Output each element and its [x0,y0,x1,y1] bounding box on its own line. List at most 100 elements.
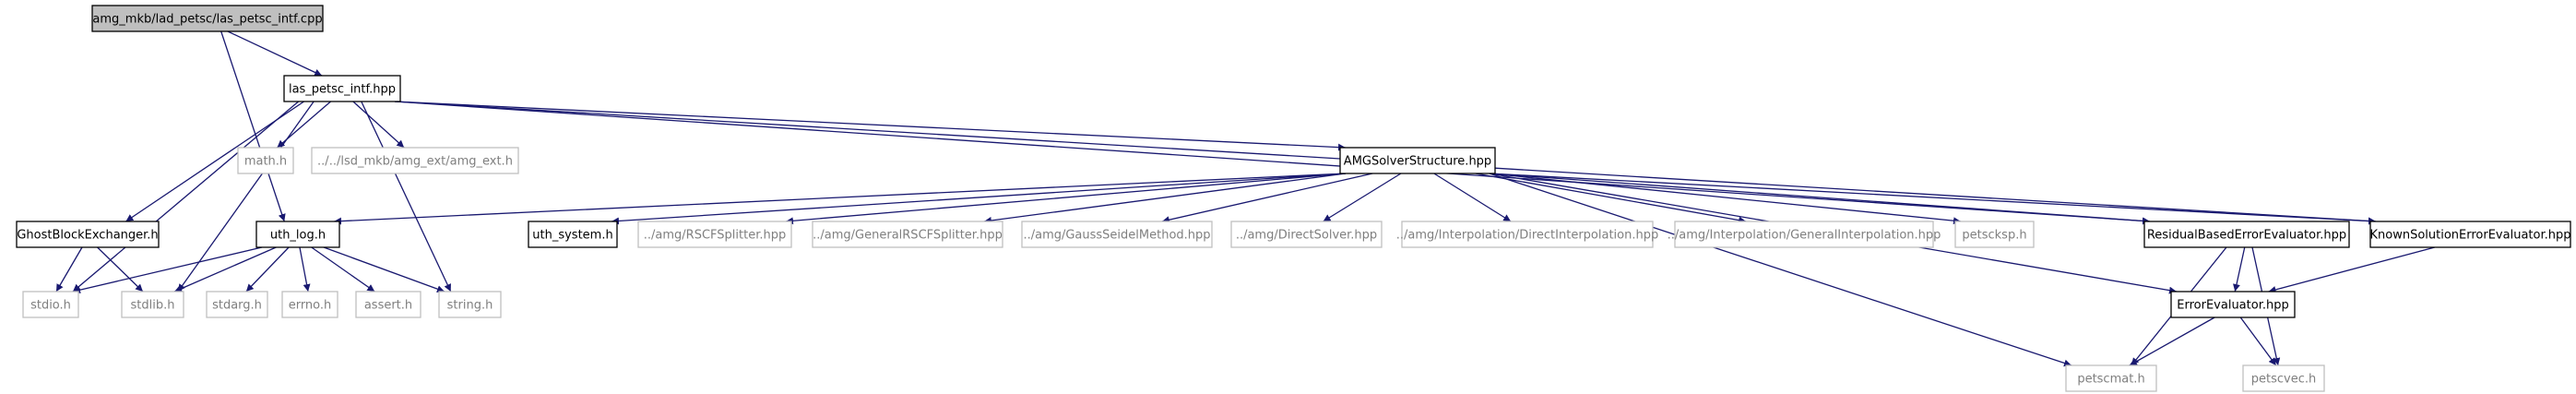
edge-error_eval-to-petscmat [2129,316,2215,366]
nodes-layer: amg_mkb/lad_petsc/las_petsc_intf.cpp las_… [16,5,2571,392]
edge-uth_log-to-assert [311,246,375,293]
node-box [1230,221,1383,248]
node-string: string.h [438,291,502,318]
node-label: petscksp.h [1962,229,2026,243]
edge-amg_solver-to-grscf [983,173,1347,224]
node-box [438,291,502,318]
edge-ghost-to-stdlib [97,246,144,293]
node-box [2170,291,2296,318]
node-label: ../../lsd_mkb/amg_ext/amg_ext.h [317,155,513,169]
edge-amg_solver-to-uth_log [333,173,1347,225]
node-box [1401,221,1654,248]
node-box [812,221,1003,248]
edge-intf_hpp-to-stdio [72,101,300,293]
node-box [1339,147,1496,174]
edge-amg_solver-to-gauss [1161,173,1373,224]
node-direct: ../amg/DirectSolver.hpp [1230,221,1383,248]
edge-amg_solver-to-known [1489,173,2377,225]
node-petscmat: petscmat.h [2065,364,2157,392]
node-label: stdlib.h [131,299,175,313]
node-intf-hpp[interactable]: las_petsc_intf.hpp [283,75,401,102]
node-box [355,291,421,318]
node-box [16,221,160,248]
node-box [528,221,618,248]
edge-root-to-uth_log [220,30,286,222]
node-box [311,147,519,174]
node-label: string.h [447,299,493,313]
edge-uth_log-to-string [323,246,445,293]
edge-intf_hpp-to-amg_solver [394,101,1347,151]
node-residual[interactable]: ResidualBasedErrorEvaluator.hpp [2143,221,2350,248]
edge-amg_solver-to-petscksp [1489,173,1962,225]
edge-uth_log-to-stdio [72,246,263,294]
node-petscvec: petscvec.h [2242,364,2325,392]
node-rscf: ../amg/RSCFSplitter.hpp [637,221,792,248]
node-label: KnownSolutionErrorEvaluator.hpp [2369,229,2570,243]
edge-residual-to-error_eval [2233,246,2246,293]
node-label: ../amg/Interpolation/GeneralInterpolatio… [1668,229,1941,243]
node-label: ../amg/RSCFSplitter.hpp [644,229,786,243]
node-label: errno.h [289,299,332,313]
edge-intf_hpp-to-amg_ext [352,101,405,149]
node-label: las_petsc_intf.hpp [289,83,396,97]
node-box [2369,221,2571,248]
node-label: petscmat.h [2077,373,2144,387]
node-ghost[interactable]: GhostBlockExchanger.h [16,221,160,248]
node-label: ../amg/DirectSolver.hpp [1236,229,1377,243]
node-label: ../amg/Interpolation/DirectInterpolation… [1396,229,1658,243]
edge-error_eval-to-petscvec [2239,316,2277,366]
node-label: uth_system.h [532,229,612,243]
node-box [637,221,792,248]
node-box [1021,221,1213,248]
node-amg-solver[interactable]: AMGSolverStructure.hpp [1339,147,1496,174]
edge-uth_log-to-stdlib [173,246,277,293]
node-box [206,291,268,318]
node-ginterp: ../amg/Interpolation/GeneralInterpolatio… [1668,221,1941,248]
node-error-eval[interactable]: ErrorEvaluator.hpp [2170,291,2296,318]
node-label: ErrorEvaluator.hpp [2177,299,2288,313]
node-box [2143,221,2350,248]
node-label: assert.h [364,299,412,313]
edge-intf_hpp-to-residual [394,101,2151,225]
node-box [281,291,338,318]
node-stdio: stdio.h [22,291,79,318]
node-box [91,5,324,32]
node-known[interactable]: KnownSolutionErrorEvaluator.hpp [2369,221,2571,248]
node-root[interactable]: amg_mkb/lad_petsc/las_petsc_intf.cpp [91,5,324,32]
node-grscf: ../amg/GeneralRSCFSplitter.hpp [812,221,1003,248]
edge-intf_hpp-to-stdlib [177,101,315,293]
node-math-h: math.h [237,147,294,174]
node-uth-system[interactable]: uth_system.h [528,221,618,248]
node-label: amg_mkb/lad_petsc/las_petsc_intf.cpp [92,13,322,27]
edge-uth_log-to-stdarg [245,246,290,293]
node-assert: assert.h [355,291,421,318]
node-errno: errno.h [281,291,338,318]
node-amg-ext: ../../lsd_mkb/amg_ext/amg_ext.h [311,147,519,174]
node-box [2242,364,2325,392]
edge-root-to-intf_hpp [227,30,323,77]
node-petscksp: petscksp.h [1954,221,2035,248]
edge-intf_hpp-to-string [361,101,452,293]
node-box [2065,364,2157,392]
node-label: ResidualBasedErrorEvaluator.hpp [2147,229,2346,243]
node-uth-log[interactable]: uth_log.h [255,221,340,248]
edge-amg_solver-to-ginterp [1475,173,1747,224]
edge-amg_solver-to-petscmat [1489,173,2072,367]
node-label: uth_log.h [270,229,326,243]
node-box [121,291,184,318]
node-box [283,75,401,102]
node-label: math.h [244,155,287,169]
node-stdlib: stdlib.h [121,291,184,318]
node-box [237,147,294,174]
node-label: ../amg/GaussSeidelMethod.hpp [1023,229,1210,243]
edge-uth_log-to-errno [299,246,311,293]
node-label: petscvec.h [2251,373,2316,387]
node-box [22,291,79,318]
edge-ghost-to-stdio [55,246,83,293]
node-stdarg: stdarg.h [206,291,268,318]
node-box [1954,221,2035,248]
node-label: ../amg/GeneralRSCFSplitter.hpp [813,229,1003,243]
node-label: stdio.h [30,299,71,313]
edge-amg_solver-to-rscf [785,173,1347,225]
